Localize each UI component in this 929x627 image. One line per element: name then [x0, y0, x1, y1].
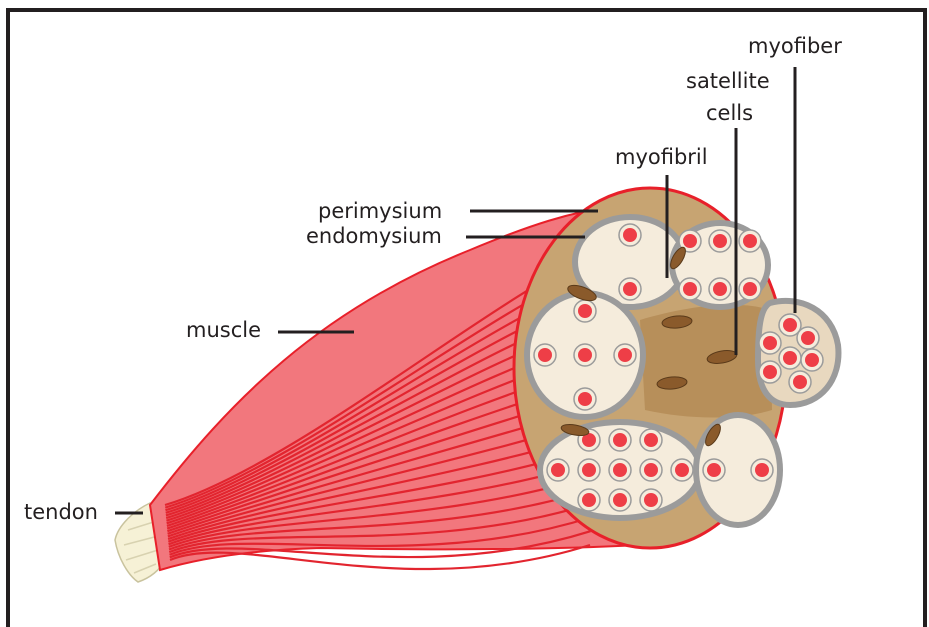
- myofibril-dot: [793, 375, 807, 389]
- myofibril-dot: [644, 463, 658, 477]
- myofibril-dot: [623, 228, 637, 242]
- myofibril-dot: [578, 348, 592, 362]
- myofibril-dot: [618, 348, 632, 362]
- myofibril-dot: [613, 463, 627, 477]
- myofibril-dot: [743, 282, 757, 296]
- myofibril-dot: [578, 392, 592, 406]
- myofibril-dot: [613, 433, 627, 447]
- myofibril-dot: [801, 331, 815, 345]
- label-perimysium: perimysium: [318, 199, 442, 223]
- myofibril-dot: [783, 351, 797, 365]
- myofibril-dot: [755, 463, 769, 477]
- label-muscle: muscle: [186, 318, 261, 342]
- myofibril-dot: [551, 463, 565, 477]
- myofibril-dot: [683, 282, 697, 296]
- myofibril-dot: [613, 493, 627, 507]
- myofibril-dot: [713, 282, 727, 296]
- label-tendon: tendon: [24, 500, 98, 524]
- myofibril-dot: [644, 493, 658, 507]
- label-satellite: satellite: [686, 69, 770, 93]
- myofiber-shape: [758, 301, 838, 405]
- myofibril-dot: [578, 304, 592, 318]
- label-satellite-cells: cells: [706, 101, 753, 125]
- myofibril-dot: [538, 348, 552, 362]
- myofibril-dot: [582, 463, 596, 477]
- myofibril-dot: [783, 318, 797, 332]
- myofibril-dot: [683, 234, 697, 248]
- myofibril-dot: [805, 353, 819, 367]
- myofibril-dot: [743, 234, 757, 248]
- myofibril-dot: [623, 282, 637, 296]
- label-myofiber: myofiber: [748, 34, 842, 58]
- label-myofibril: myofibril: [615, 145, 708, 169]
- cross-section: [514, 188, 786, 548]
- label-endomysium: endomysium: [306, 224, 442, 248]
- myofibril-dot: [644, 433, 658, 447]
- myofibril-dot: [675, 463, 689, 477]
- myofibril-dot: [763, 336, 777, 350]
- myofibril-dot: [713, 234, 727, 248]
- myofibril-dot: [707, 463, 721, 477]
- myofibril-dot: [582, 493, 596, 507]
- myofibril-dot: [763, 365, 777, 379]
